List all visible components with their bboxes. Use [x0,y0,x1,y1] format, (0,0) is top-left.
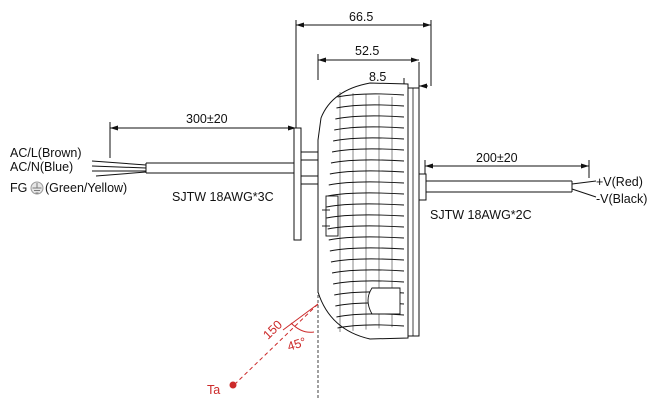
ta-probe-line [229,303,319,389]
dim-input-cable [109,122,296,158]
dim-input-cable-label: 300±20 [186,112,228,126]
dim-overall-depth-label: 66.5 [349,10,373,24]
dim-output-cable-label: 200±20 [476,151,518,165]
wire-label-negative: -V(Black) [596,192,647,206]
driver-housing [317,82,427,340]
probe-angle-label: 45° [286,335,308,354]
wire-label-ground-prefix: FG [10,181,27,195]
earth-ground-icon [30,181,44,195]
input-gland [293,127,320,241]
dim-flange-label: 8.5 [369,70,386,84]
dim-overall-depth [295,20,432,132]
dim-body-depth [317,54,419,80]
wire-label-positive: +V(Red) [596,175,643,189]
wire-label-line: AC/L(Brown) [10,146,82,160]
probe-ta-label: Ta [207,383,220,397]
output-cable [425,180,597,198]
wire-label-ground-suffix: (Green/Yellow) [45,181,127,195]
input-cable [91,160,298,177]
output-cable-spec: SJTW 18AWG*2C [430,208,532,222]
wire-label-neutral: AC/N(Blue) [10,160,73,174]
cooling-fins [326,92,405,332]
dim-body-depth-label: 52.5 [355,44,379,58]
input-cable-spec: SJTW 18AWG*3C [172,190,274,204]
probe-distance-label: 150 [260,318,285,343]
